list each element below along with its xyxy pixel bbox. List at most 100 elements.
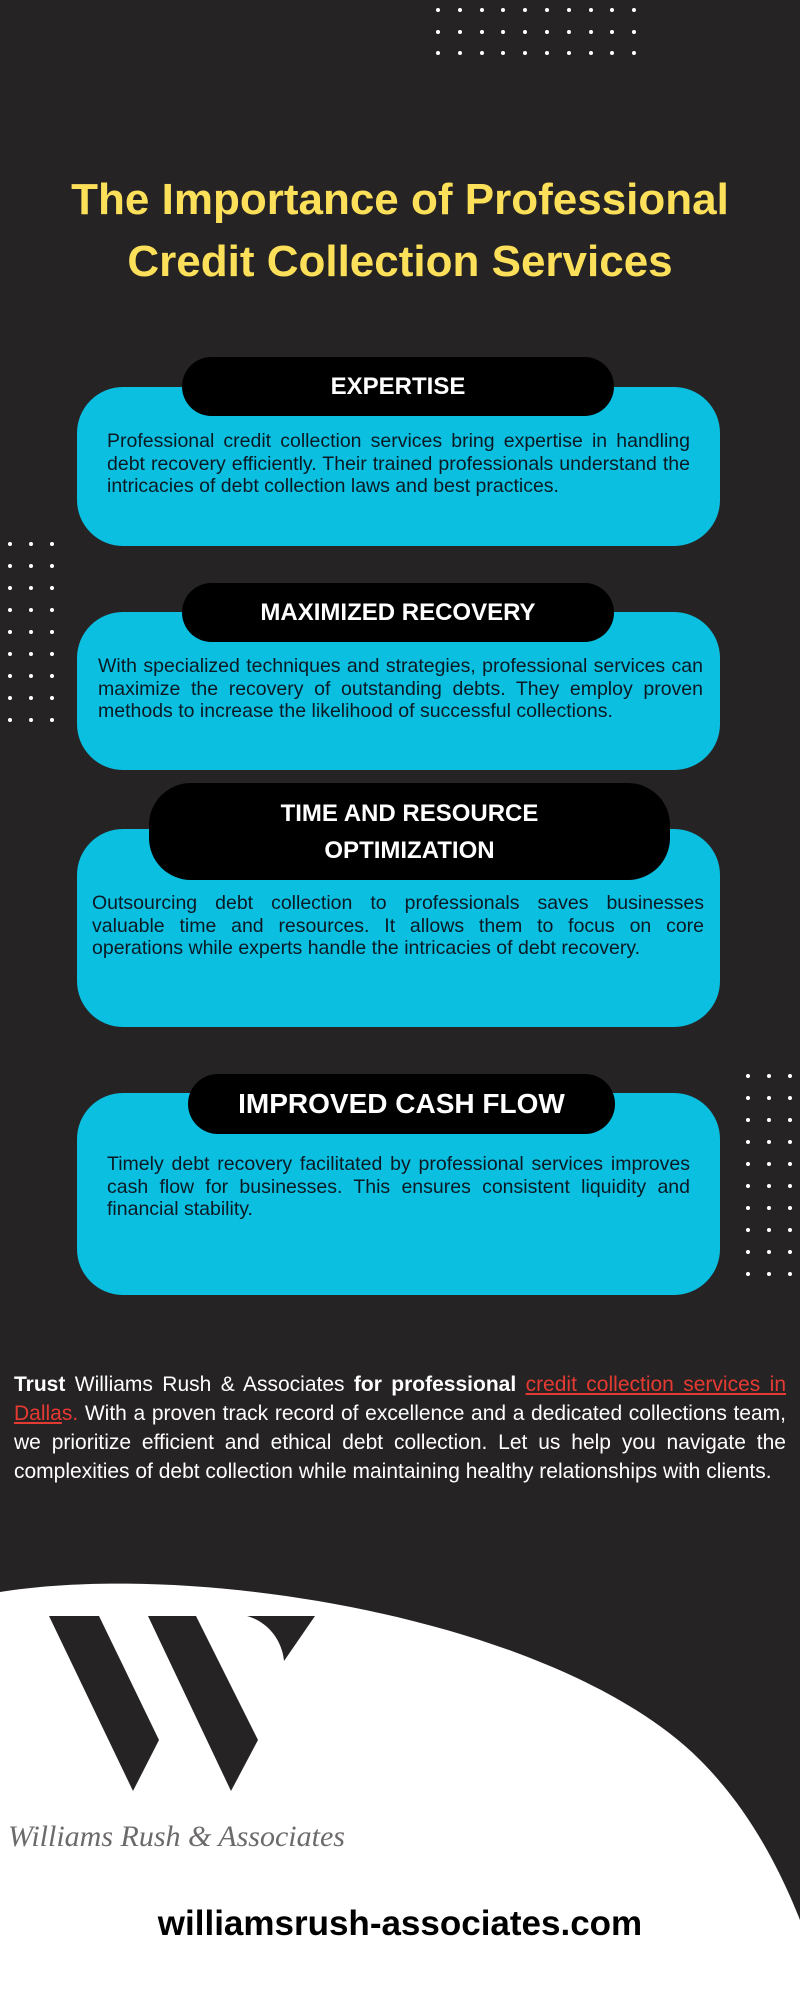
dot bbox=[767, 1250, 771, 1254]
section-heading-expertise: EXPERTISE bbox=[182, 357, 614, 416]
dot bbox=[588, 29, 593, 34]
dot bbox=[588, 8, 593, 12]
dot bbox=[8, 586, 12, 590]
dot bbox=[610, 29, 615, 34]
footer-middle: for professional bbox=[344, 1373, 526, 1396]
decorative-dots-top bbox=[436, 8, 654, 73]
section-body-expertise: Professional credit collection services … bbox=[107, 430, 690, 497]
dot bbox=[29, 718, 33, 722]
dot bbox=[632, 29, 637, 34]
dot bbox=[501, 8, 506, 12]
dot bbox=[544, 51, 549, 55]
dot bbox=[767, 1140, 771, 1144]
dot bbox=[501, 51, 506, 55]
dot bbox=[746, 1250, 750, 1254]
dot bbox=[50, 608, 54, 612]
dot bbox=[29, 586, 33, 590]
dot bbox=[29, 630, 33, 634]
dot bbox=[457, 51, 462, 55]
dot bbox=[436, 8, 440, 12]
heading-line-2: OPTIMIZATION bbox=[324, 836, 495, 864]
dot bbox=[767, 1206, 771, 1210]
section-heading-cash-flow: IMPROVED CASH FLOW bbox=[188, 1074, 615, 1134]
dot bbox=[788, 1228, 792, 1232]
dot bbox=[788, 1162, 792, 1166]
dot bbox=[436, 51, 440, 55]
dot bbox=[746, 1118, 750, 1122]
dot bbox=[746, 1272, 750, 1276]
dot bbox=[479, 8, 484, 12]
dot bbox=[746, 1206, 750, 1210]
footer-prefix: Trust bbox=[14, 1373, 75, 1396]
decorative-dots-left bbox=[8, 542, 71, 740]
dot bbox=[746, 1162, 750, 1166]
section-heading-maximized-recovery: MAXIMIZED RECOVERY bbox=[182, 583, 614, 642]
dot bbox=[50, 630, 54, 634]
footer-link-tail: s. bbox=[61, 1402, 79, 1425]
title-line-1: The Importance of Professional bbox=[71, 175, 729, 224]
dot bbox=[746, 1228, 750, 1232]
section-body-cash-flow: Timely debt recovery facilitated by prof… bbox=[107, 1153, 690, 1220]
dot bbox=[501, 29, 506, 34]
dot bbox=[767, 1074, 771, 1078]
dot bbox=[8, 564, 12, 568]
dot bbox=[29, 608, 33, 612]
dot bbox=[767, 1118, 771, 1122]
dot bbox=[50, 696, 54, 700]
brand-name: Williams Rush & Associates bbox=[8, 1820, 345, 1853]
dot bbox=[767, 1272, 771, 1276]
title-line-2: Credit Collection Services bbox=[127, 237, 673, 286]
dot bbox=[566, 8, 571, 12]
credit-collection-link[interactable]: credit collection services in Dalla bbox=[14, 1373, 787, 1425]
dot bbox=[8, 652, 12, 656]
section-body-maximized-recovery: With specialized techniques and strategi… bbox=[98, 655, 703, 722]
dot bbox=[457, 8, 462, 12]
dot bbox=[588, 51, 593, 55]
footer-company: Williams Rush & Associates bbox=[74, 1373, 345, 1396]
dot bbox=[8, 608, 12, 612]
dot bbox=[746, 1074, 750, 1078]
section-heading-time-resource: TIME AND RESOURCE OPTIMIZATION bbox=[149, 783, 670, 880]
dot bbox=[8, 630, 12, 634]
heading-line-1: TIME AND RESOURCE bbox=[280, 799, 539, 827]
dot bbox=[29, 542, 33, 546]
dot bbox=[8, 674, 12, 678]
dot bbox=[746, 1140, 750, 1144]
dot bbox=[788, 1074, 792, 1078]
dot bbox=[50, 542, 54, 546]
dot bbox=[8, 542, 12, 546]
dot bbox=[632, 51, 637, 55]
dot bbox=[523, 29, 528, 34]
dot bbox=[788, 1272, 792, 1276]
dot bbox=[29, 696, 33, 700]
website-url[interactable]: williamsrush-associates.com bbox=[157, 1904, 643, 1943]
dot bbox=[29, 674, 33, 678]
dot bbox=[632, 8, 637, 12]
dot bbox=[8, 696, 12, 700]
dot bbox=[610, 51, 615, 55]
dot bbox=[523, 51, 528, 55]
footer-paragraph: Trust Williams Rush & Associates for pro… bbox=[14, 1370, 786, 1486]
dot bbox=[788, 1140, 792, 1144]
decorative-dots-right bbox=[746, 1074, 800, 1294]
dot bbox=[767, 1162, 771, 1166]
dot bbox=[566, 51, 571, 55]
dot bbox=[767, 1096, 771, 1100]
dot bbox=[29, 652, 33, 656]
dot bbox=[566, 29, 571, 34]
dot bbox=[788, 1250, 792, 1254]
dot bbox=[50, 586, 54, 590]
dot bbox=[746, 1096, 750, 1100]
dot bbox=[29, 564, 33, 568]
dot bbox=[788, 1184, 792, 1188]
dot bbox=[788, 1206, 792, 1210]
dot bbox=[544, 29, 549, 34]
dot bbox=[788, 1096, 792, 1100]
dot bbox=[436, 29, 440, 34]
section-body-time-resource: Outsourcing debt collection to professio… bbox=[92, 892, 704, 959]
dot bbox=[8, 718, 12, 722]
dot bbox=[788, 1118, 792, 1122]
dot bbox=[767, 1228, 771, 1232]
dot bbox=[50, 652, 54, 656]
